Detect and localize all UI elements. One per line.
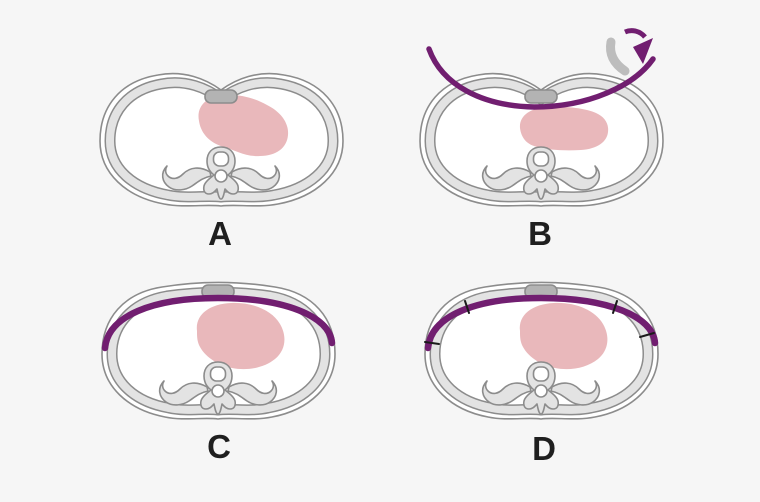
tick-mark-right-upper	[612, 300, 618, 314]
panel-b-sternum	[524, 89, 558, 104]
panel-b-heart	[519, 106, 609, 151]
panel-a-label: A	[208, 215, 232, 252]
panel-c-label: C	[207, 428, 231, 465]
panel-b: B	[420, 28, 663, 252]
panel-b-label: B	[528, 215, 552, 252]
panel-a-heart	[198, 94, 289, 157]
pectus-bar-inverted	[426, 46, 656, 110]
rotation-arrow-head	[633, 38, 653, 64]
rotation-arrow-gray-segment	[606, 37, 630, 76]
panel-a: A	[100, 74, 343, 252]
panel-d: D	[424, 283, 658, 467]
fixation-tick-marks-icon	[424, 300, 655, 345]
tick-mark-left-upper	[464, 300, 470, 314]
panel-d-label: D	[532, 430, 556, 467]
tick-mark-left-end	[424, 341, 440, 345]
tick-mark-right-end	[639, 332, 655, 338]
panel-c: C	[102, 283, 335, 465]
panel-a-sternum	[204, 89, 238, 104]
flip-rotation-arrow-icon	[606, 28, 653, 76]
rotation-arrow-shaft	[624, 28, 647, 39]
